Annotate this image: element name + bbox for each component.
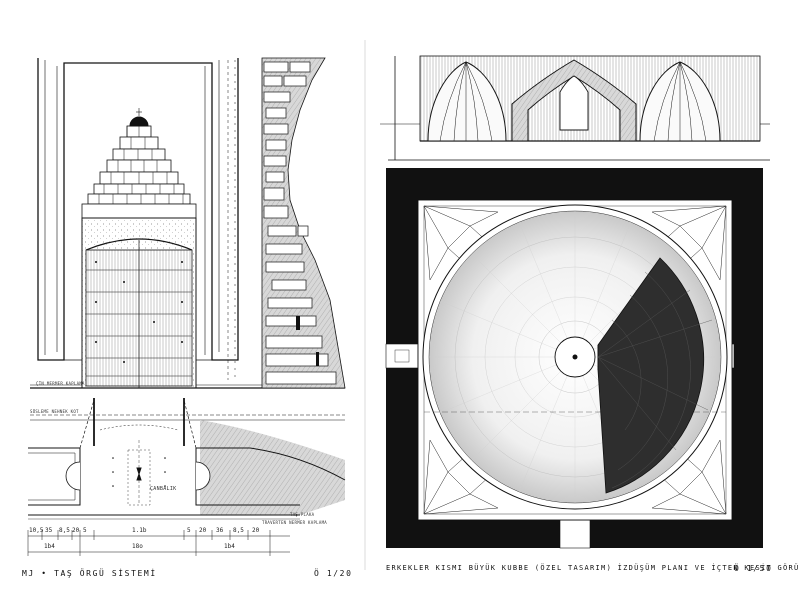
dome-cap [129,116,149,127]
dimension-label: 5 [83,527,87,534]
stepped-crown [81,125,197,219]
dimension-label: 20 [199,527,207,534]
dimension-label: 36 [216,527,224,534]
dimension-label: 1b4 [224,543,235,550]
dimension-label: 10,5 [29,527,44,534]
annotation-elevation-base: ÇİN MERMER KAPLAMA [36,381,85,386]
left-sheet-scale: Ö 1/20 [314,569,353,578]
dimension-label: 8,5 [233,527,244,534]
dimension-label: 8,5 [59,527,70,534]
dome-section-sector [597,257,705,494]
annotation-right-bottom: TRAVERTEN NERMER KAPLAMA [262,520,327,525]
annotation-section-base: TAŞ PLAKA [290,512,315,517]
dimension-label: 20 [252,527,260,534]
annotation-left-top: SÜSLEME NEHNEK KOT [30,409,79,414]
corner-squinches [423,205,727,515]
dimension-label: 20 [72,527,80,534]
plan-label-marble: ÇANBALIK [150,486,177,492]
dimension-label: 18o [132,543,143,550]
right-sheet-scale: Ö 1/50 [734,564,773,573]
dimension-label: 1b4 [44,543,55,550]
dimension-label: 5 [187,527,191,534]
mihrab-elevation [30,58,345,389]
right-sheet-caption: ERKEKLER KISMI BÜYÜK KUBBE (ÖZEL TASARIM… [386,564,800,572]
dimension-label: 1.1b [132,527,147,534]
dome-section-strip [380,55,770,161]
stone-section [261,57,346,389]
dome-plan [385,168,763,549]
dimension-label: 35 [45,527,53,534]
mihrab-plan [27,398,346,556]
left-sheet-caption: MJ • TAŞ ÖRGÜ SİSTEMİ [22,569,157,578]
